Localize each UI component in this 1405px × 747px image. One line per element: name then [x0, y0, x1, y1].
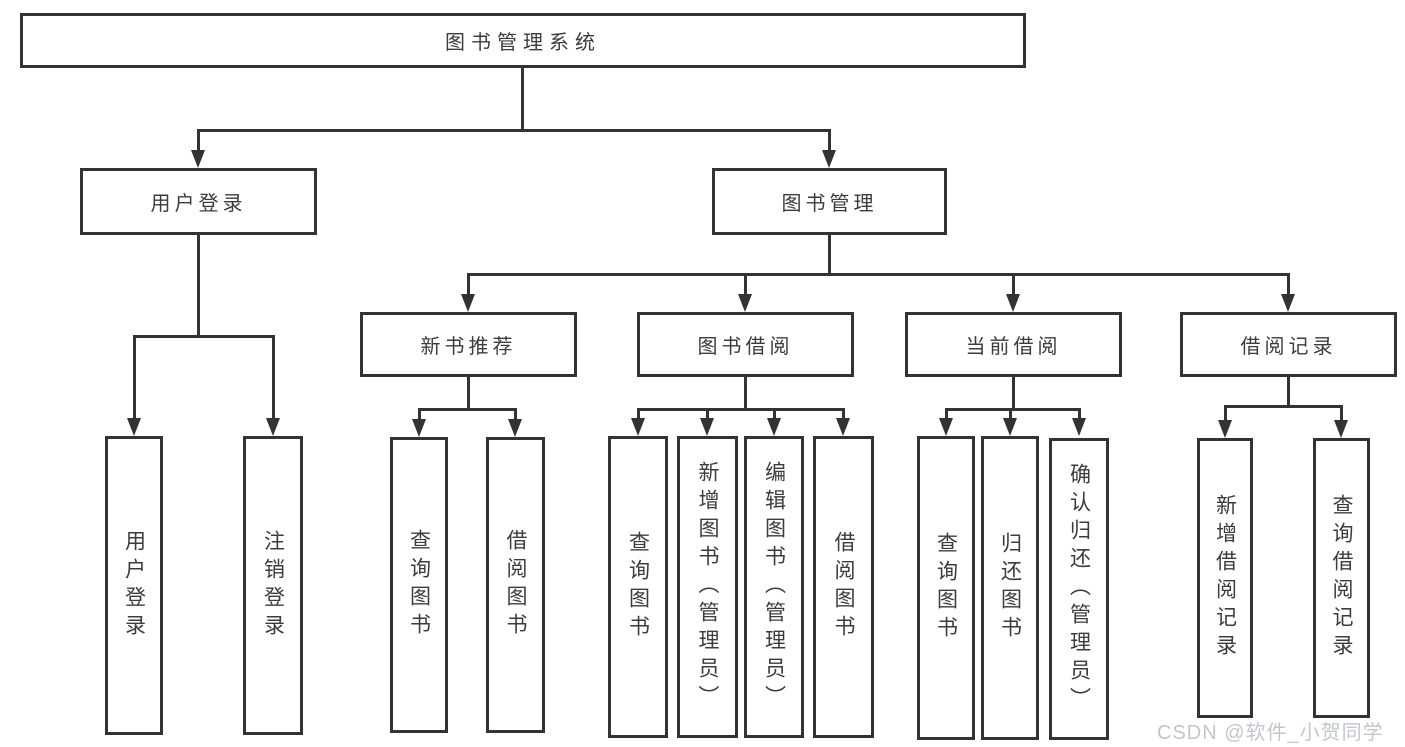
leaf-borrow-books-borrowing: 借阅图书 — [813, 436, 874, 738]
connector-segment — [946, 408, 1080, 411]
node-label: 借阅图书 — [504, 529, 527, 641]
node-label: 图书借阅 — [697, 336, 794, 358]
arrow-down-icon — [1072, 418, 1086, 436]
connector-segment — [272, 335, 275, 422]
arrow-down-icon — [738, 294, 752, 312]
connector-segment — [197, 235, 200, 335]
leaf-query-books-recommend: 查询图书 — [390, 437, 448, 733]
arrow-down-icon — [1334, 420, 1348, 438]
arrow-down-icon — [767, 418, 781, 436]
arrow-down-icon — [1218, 420, 1232, 438]
connector-segment — [198, 129, 831, 132]
arrow-down-icon — [700, 418, 714, 436]
leaf-add-book-admin: 新增图书（管理员） — [677, 436, 738, 738]
node-label: 查询借阅记录 — [1330, 494, 1353, 662]
node-label: 用户登录 — [150, 193, 247, 215]
node-label: 查询图书 — [626, 531, 650, 643]
arrow-down-icon — [1003, 418, 1017, 436]
arrow-down-icon — [191, 150, 205, 168]
leaf-query-books-current: 查询图书 — [917, 436, 975, 740]
node-label: 确认归还（管理员） — [1067, 463, 1091, 715]
connector-segment — [1225, 405, 1342, 408]
leaf-query-borrow-record: 查询借阅记录 — [1313, 438, 1370, 718]
connector-segment — [773, 408, 776, 423]
node-label: 新增借阅记录 — [1213, 494, 1237, 662]
node-label: 新书推荐 — [420, 336, 517, 358]
node-label: 注销登录 — [261, 529, 285, 642]
node-label: 新增图书（管理员） — [696, 461, 719, 713]
node-label: 查询图书 — [934, 532, 958, 644]
node-label: 归还图书 — [998, 532, 1022, 644]
node-new-book-recommendation: 新书推荐 — [360, 312, 577, 377]
leaf-edit-book-admin: 编辑图书（管理员） — [744, 436, 804, 738]
node-label: 借阅记录 — [1240, 336, 1337, 358]
leaf-logout-login: 注销登录 — [243, 436, 303, 735]
connector-segment — [521, 68, 524, 129]
leaf-return-books: 归还图书 — [981, 436, 1039, 740]
arrow-down-icon — [939, 418, 953, 436]
node-label: 当前借阅 — [965, 336, 1062, 358]
connector-segment — [418, 408, 421, 424]
node-label: 借阅图书 — [832, 531, 855, 643]
connector-segment — [945, 408, 948, 423]
node-label: 查询图书 — [407, 529, 431, 641]
connector-segment — [514, 408, 517, 424]
node-borrowing-records: 借阅记录 — [1180, 312, 1397, 377]
connector-segment — [1012, 377, 1015, 408]
arrow-down-icon — [266, 418, 280, 436]
node-book-borrowing: 图书借阅 — [637, 312, 854, 377]
arrow-down-icon — [412, 419, 426, 437]
connector-segment — [1078, 408, 1081, 423]
node-library-system: 图书管理系统 — [20, 13, 1026, 68]
connector-segment — [1287, 377, 1290, 405]
leaf-user-login: 用户登录 — [105, 436, 163, 735]
arrow-down-icon — [508, 419, 522, 437]
connector-segment — [637, 408, 640, 423]
connector-segment — [134, 335, 275, 338]
arrow-down-icon — [127, 418, 141, 436]
node-label: 图书管理 — [781, 193, 878, 215]
leaf-add-borrow-record: 新增借阅记录 — [1197, 438, 1253, 718]
arrow-down-icon — [1281, 294, 1295, 312]
leaf-query-books-borrowing: 查询图书 — [608, 436, 668, 738]
node-book-management: 图书管理 — [712, 168, 947, 235]
arrow-down-icon — [822, 150, 836, 168]
node-label: 编辑图书（管理员） — [762, 461, 786, 713]
connector-segment — [706, 408, 709, 423]
connector-segment — [638, 408, 844, 411]
node-user-login: 用户登录 — [80, 168, 317, 235]
connector-segment — [828, 235, 831, 273]
connector-segment — [467, 273, 470, 298]
connector-segment — [828, 129, 831, 158]
connector-segment — [467, 377, 470, 408]
connector-segment — [744, 377, 747, 408]
connector-segment — [1224, 405, 1227, 423]
connector-segment — [133, 335, 136, 422]
connector-segment — [1009, 408, 1012, 423]
node-label: 图书管理系统 — [445, 32, 601, 54]
connector-segment — [197, 129, 200, 158]
arrow-down-icon — [836, 418, 850, 436]
connector-segment — [468, 273, 1290, 276]
node-label: 用户登录 — [122, 529, 146, 642]
connector-segment — [1340, 405, 1343, 423]
leaf-confirm-return-admin: 确认归还（管理员） — [1049, 438, 1109, 740]
connector-segment — [744, 273, 747, 298]
node-current-borrowing: 当前借阅 — [905, 312, 1122, 377]
arrow-down-icon — [461, 294, 475, 312]
arrow-down-icon — [1006, 294, 1020, 312]
arrow-down-icon — [631, 418, 645, 436]
csdn-watermark: CSDN @软件_小贺同学 — [1157, 722, 1384, 744]
connector-segment — [419, 408, 517, 411]
connector-segment — [1012, 273, 1015, 298]
connector-segment — [842, 408, 845, 423]
leaf-borrow-books-recommend: 借阅图书 — [486, 437, 545, 733]
connector-segment — [1287, 273, 1290, 298]
